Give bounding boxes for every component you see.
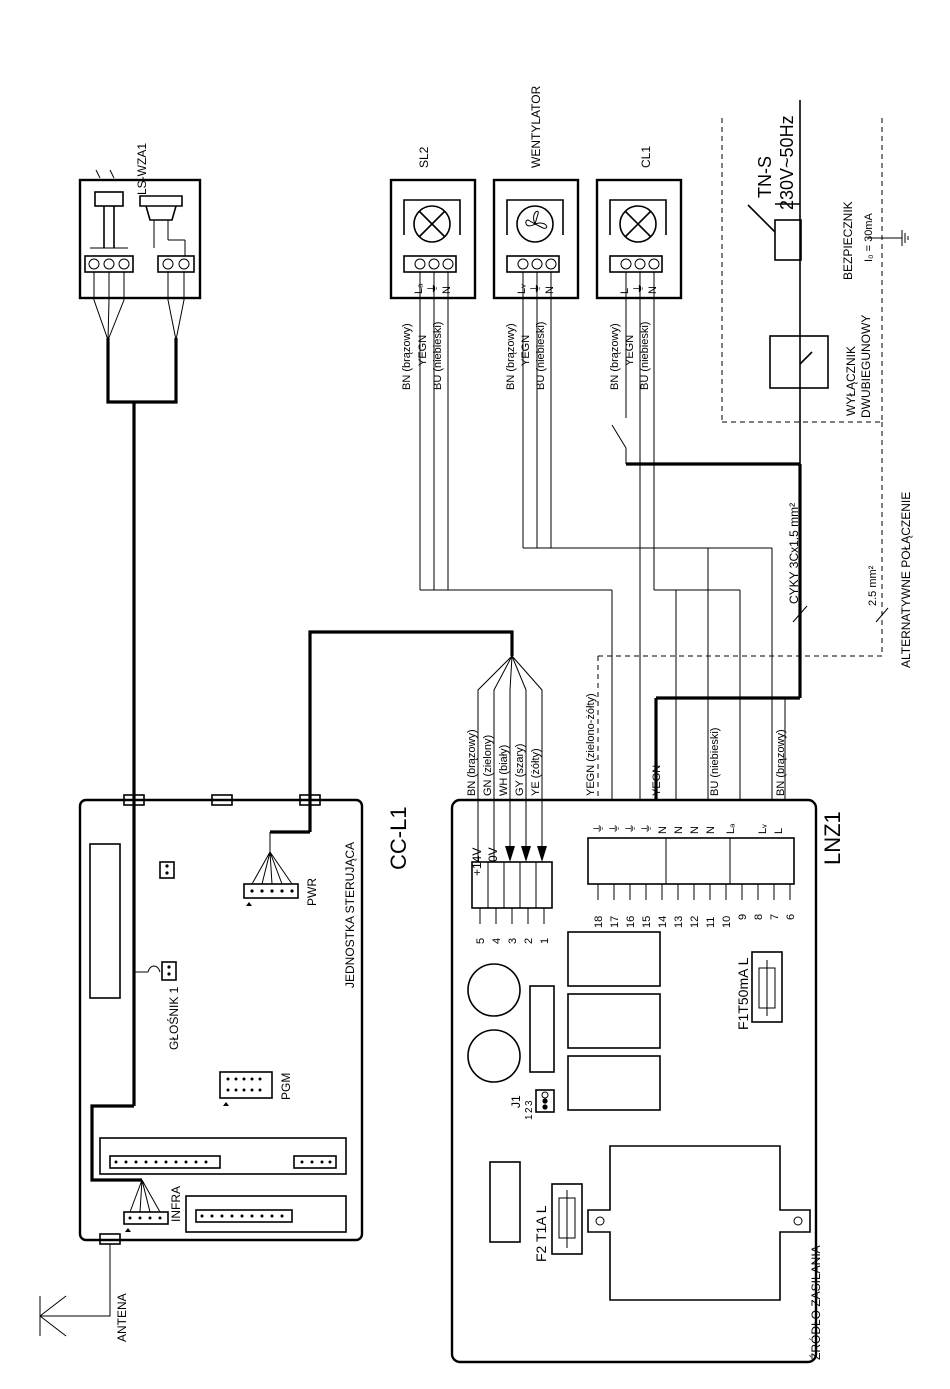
fan-device — [492, 178, 580, 548]
bus-num-1: 1 — [539, 938, 551, 944]
cl1-wire-bu: BU (niebieski) — [639, 322, 651, 390]
sl2-label: SL2 — [417, 146, 431, 168]
lnz-wire-bu: BU (niebieski) — [709, 728, 721, 796]
term-num-7: 7 — [769, 914, 781, 920]
term-lbl-13: N — [673, 826, 685, 834]
term-lbl-16: ⏚ — [624, 823, 637, 834]
fan-wire-bn: BN (brązowy) — [505, 323, 517, 390]
fan-wire-yegn: YEGN — [520, 335, 532, 366]
term-num-10: 10 — [721, 916, 733, 928]
term-num-12: 12 — [689, 916, 701, 928]
term-lbl-14: N — [657, 826, 669, 834]
term-num-17: 17 — [609, 916, 621, 928]
term-num-16: 16 — [625, 916, 637, 928]
sl2-term-n: N — [441, 286, 453, 294]
cl1-term-l: L — [619, 288, 631, 294]
j1-pin-3: 3 — [524, 1100, 535, 1106]
voltage-label: 230V~50Hz — [777, 115, 797, 210]
term-num-14: 14 — [657, 916, 669, 928]
sl2-wire-bn: BN (brązowy) — [401, 323, 413, 390]
glosnik-label: GŁOŚNIK 1 — [166, 986, 181, 1050]
ls-wza1-label: LS-WZA1 — [135, 143, 149, 195]
term-lbl-17: ⏚ — [608, 823, 621, 834]
lnz-wire-yegn: YEGN — [651, 765, 663, 796]
tns-label: TN-S — [755, 156, 775, 198]
term-lbl-8: Lᵥ — [757, 824, 769, 834]
bus-wire-gn: GN (zielony) — [482, 735, 494, 796]
zrodlo-label: ŹRÓDŁO ZASILANIA — [808, 1245, 823, 1360]
term-num-6: 6 — [785, 914, 797, 920]
cl1-term-pe: ⏚ — [632, 283, 645, 294]
bus-wire-gy: GY (szary) — [514, 744, 526, 796]
term-lbl-12: N — [689, 826, 701, 834]
j1-label: J1 — [509, 1095, 523, 1108]
bus-cable — [308, 630, 543, 800]
cc-l1-label: CC-L1 — [386, 806, 411, 870]
supply-section — [597, 100, 909, 800]
lnz-wire-yegn-zg: YEGN (zielono-żółty) — [585, 693, 597, 796]
term-num-9: 9 — [737, 914, 749, 920]
bus-num-4: 4 — [491, 938, 503, 944]
wylacznik-label-2: DWUBIEGUNOWY — [859, 315, 873, 418]
bus-wire-bn: BN (brązowy) — [466, 729, 478, 796]
sl2-term-l: Lₐ — [413, 283, 425, 294]
cl1-wire-bn: BN (brązowy) — [609, 323, 621, 390]
antena-label: ANTENA — [115, 1293, 129, 1342]
fan-term-n: N — [544, 286, 556, 294]
cc-l1-unit — [39, 794, 364, 1337]
fan-term-pe: ⏚ — [529, 283, 542, 294]
sl2-wire-yegn: YEGN — [417, 335, 429, 366]
f2-label: F2 T1A L — [533, 1205, 549, 1262]
lnz1-label: LNZ1 — [820, 811, 845, 865]
lnz1-unit — [450, 798, 818, 1364]
alternatywne-label: ALTERNATYWNE POŁĄCZENIE — [899, 492, 913, 668]
bus-term-14v: +14V — [470, 848, 484, 876]
j1-pin-2: 2 — [524, 1107, 535, 1113]
term-lbl-15: ⏚ — [640, 823, 653, 834]
term-num-13: 13 — [673, 916, 685, 928]
pgm-label: PGM — [279, 1073, 293, 1100]
cl1-label: CL1 — [639, 146, 653, 168]
jednostka-label: JEDNOSTKA STERUJĄCA — [343, 842, 357, 988]
term-lbl-7: L — [773, 828, 785, 834]
j1-pin-1: 1 — [524, 1114, 535, 1120]
pwr-label: PWR — [305, 878, 319, 906]
bus-num-5: 5 — [475, 938, 487, 944]
term-lbl-18: ⏚ — [592, 823, 605, 834]
trunk-wiring — [420, 464, 786, 800]
bus-wire-wh: WH (biały) — [498, 745, 510, 796]
fan-term-l: Lᵥ — [516, 284, 528, 294]
term-num-8: 8 — [753, 914, 765, 920]
cl1-lamp — [595, 178, 683, 464]
infra-label: INFRA — [169, 1186, 183, 1222]
term-num-18: 18 — [593, 916, 605, 928]
f1-label: F1T50mA L — [735, 957, 751, 1030]
lnz-wire-bn: BN (brązowy) — [775, 729, 787, 796]
bezpiecznik-label: BEZPIECZNIK — [841, 201, 855, 280]
term-num-15: 15 — [641, 916, 653, 928]
sl2-lamp — [389, 178, 477, 590]
fan-wire-bu: BU (niebieski) — [535, 322, 547, 390]
ls-wza1-device — [78, 169, 202, 800]
sl2-term-pe: ⏚ — [426, 283, 439, 294]
bus-term-0v: 0V — [486, 847, 500, 862]
sl2-wire-bu: BU (niebieski) — [432, 322, 444, 390]
fan-label: WENTYLATOR — [529, 85, 543, 168]
bus-num-2: 2 — [523, 938, 535, 944]
cl1-term-n: N — [647, 286, 659, 294]
bus-num-3: 3 — [507, 938, 519, 944]
term-lbl-10: Lₐ — [725, 823, 737, 834]
cyky-label: CYKY 3Cx1.5 mm² — [787, 503, 801, 604]
alt-cable-label: 2.5 mm² — [867, 565, 879, 606]
cl1-wire-yegn: YEGN — [624, 335, 636, 366]
term-lbl-11: N — [705, 826, 717, 834]
wylacznik-label-1: WYŁĄCZNIK — [844, 346, 858, 416]
i0-label: I₀ = 30mA — [863, 212, 875, 262]
bus-wire-ye: YE (żółty) — [530, 748, 542, 796]
term-num-11: 11 — [705, 917, 717, 928]
